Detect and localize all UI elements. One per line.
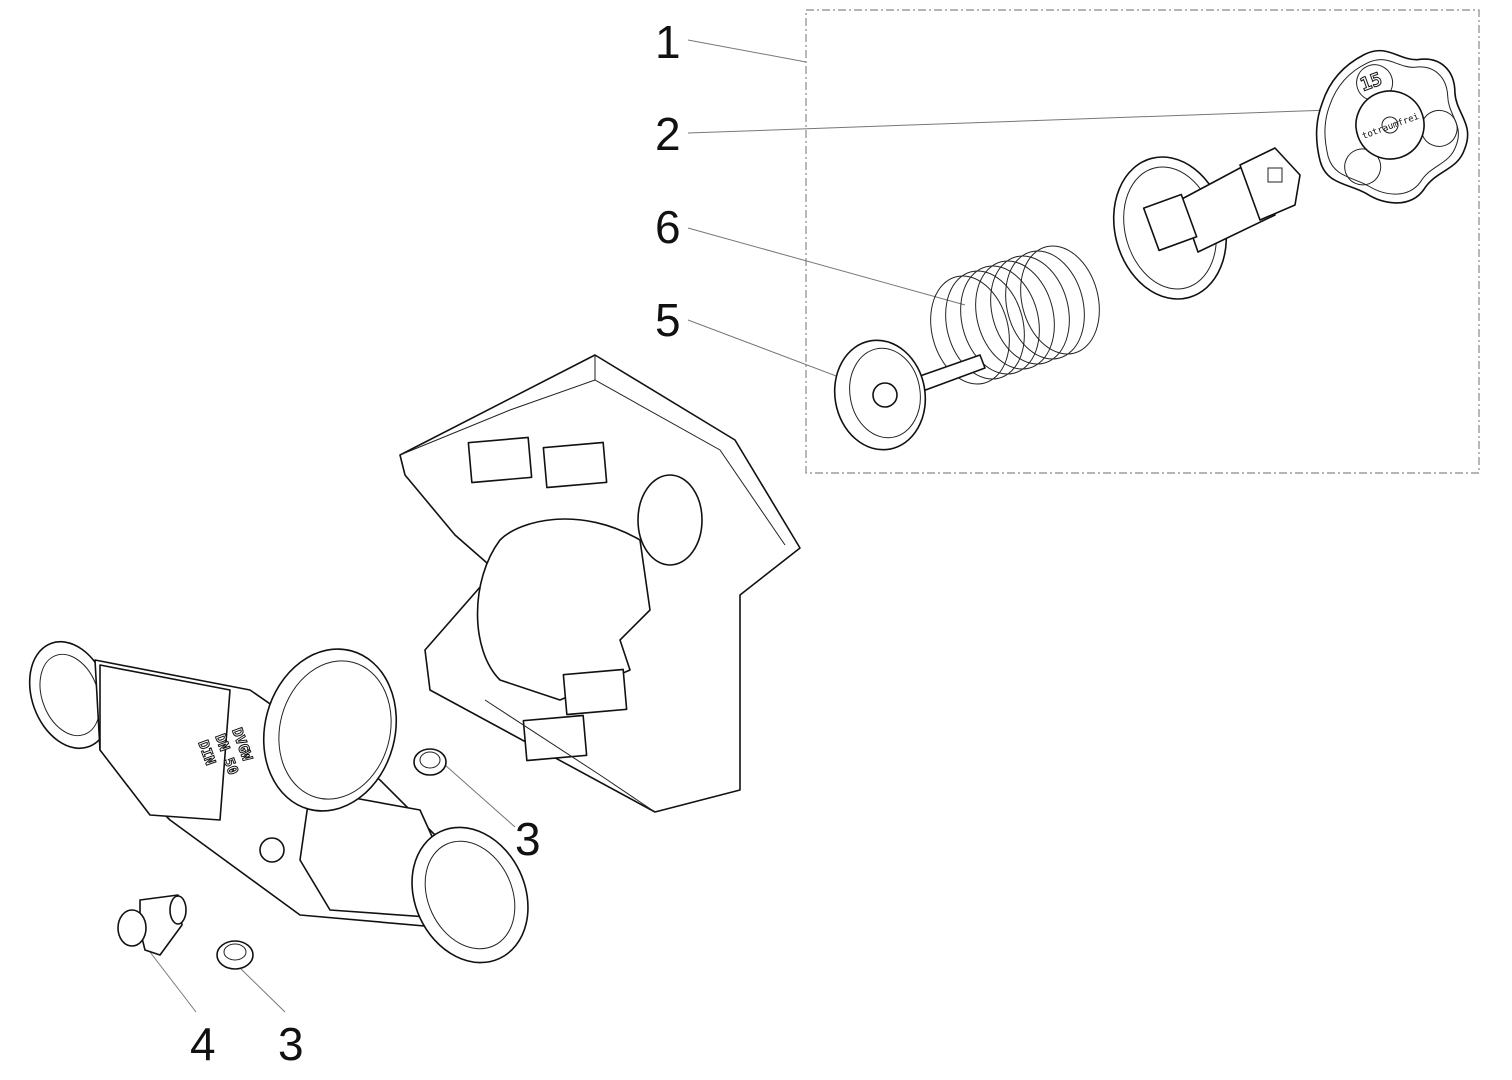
spring (930, 245, 1100, 385)
leader-lines (149, 39, 1331, 1013)
callout-6: 6 (655, 201, 681, 253)
callout-2: 2 (655, 108, 681, 160)
valve-disk (833, 339, 986, 451)
assembly-group-box (805, 9, 1480, 474)
plug-upper (413, 748, 447, 776)
callout-4: 4 (190, 1018, 216, 1070)
insulation-shell (399, 354, 801, 813)
callout-3-upper: 3 (515, 813, 541, 865)
callout-5: 5 (655, 294, 681, 346)
spindle-top-part (1112, 147, 1301, 300)
handwheel: 15 totraumfrei (1315, 49, 1469, 204)
drain-elbow (117, 894, 187, 956)
valve-body: DVGW DN 50 DIN (28, 640, 529, 964)
plug-lower (216, 940, 254, 970)
callout-1: 1 (655, 16, 681, 68)
callout-3-lower: 3 (278, 1018, 304, 1070)
